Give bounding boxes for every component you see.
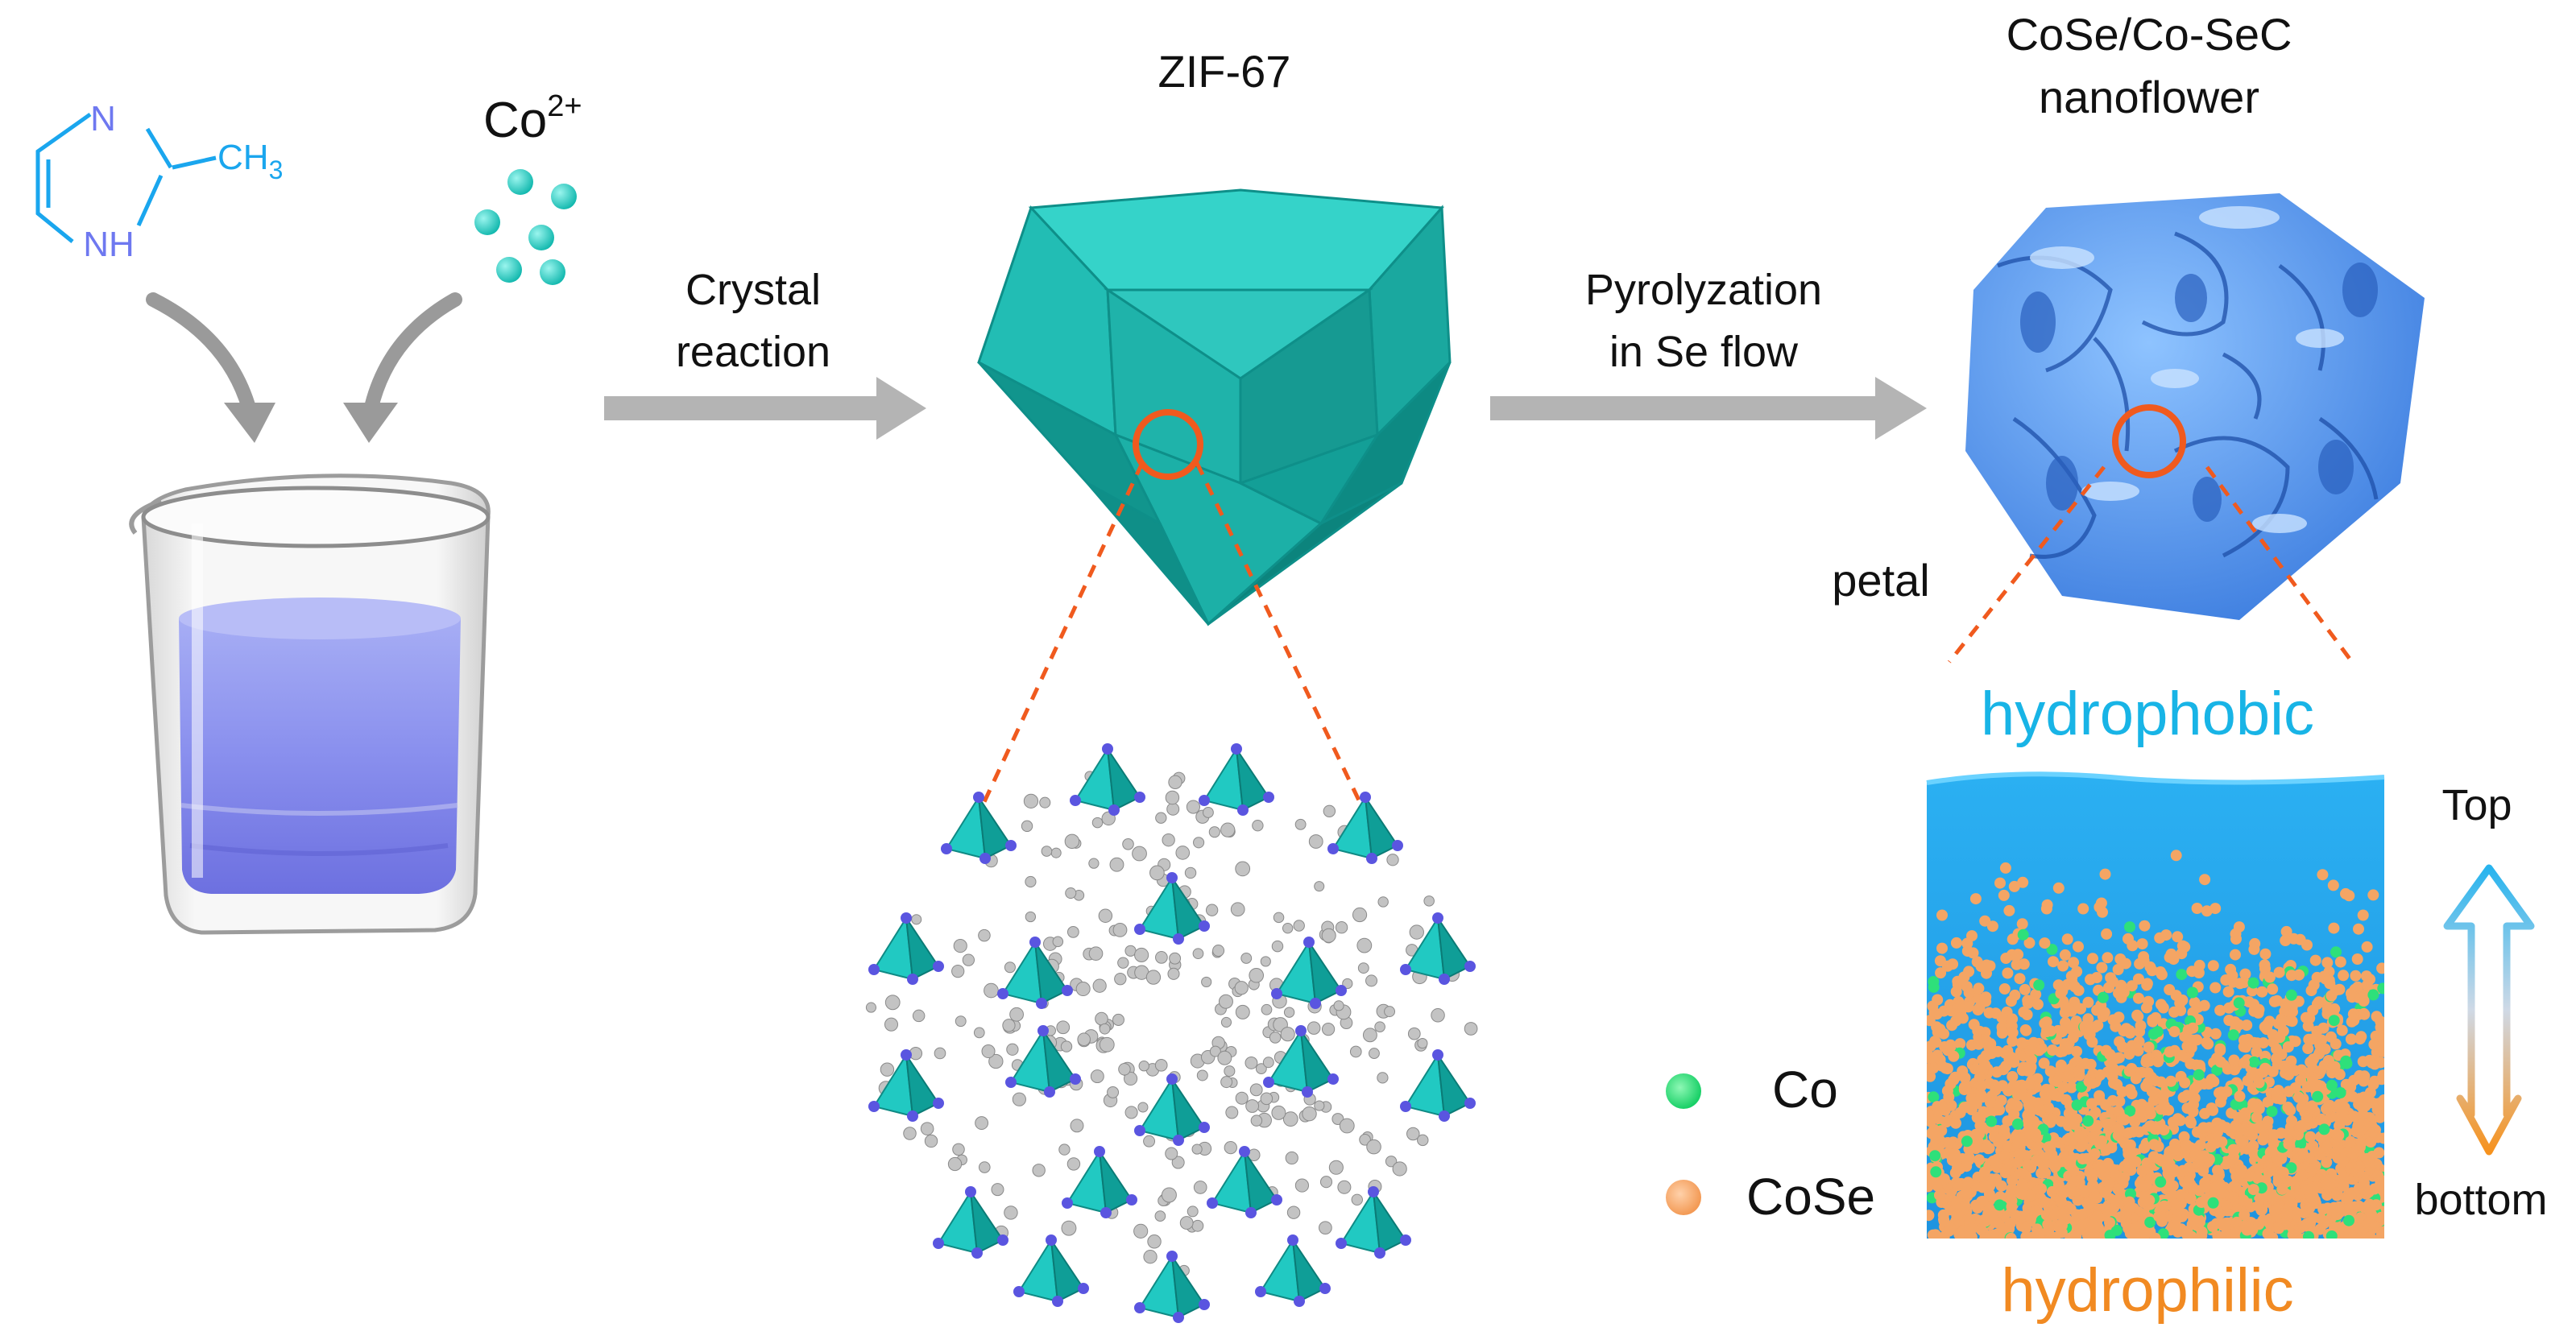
legend-co-label: Co: [1772, 1061, 1838, 1119]
zif-title: ZIF-67: [1158, 46, 1291, 97]
nanoflower-zoom-circle: [2112, 404, 2186, 478]
cobalt-ion-label: Co2+: [483, 89, 582, 148]
legend-co-marker: [1666, 1073, 1701, 1109]
zif67-crystal: [977, 188, 1452, 627]
step1-label-line2: reaction: [676, 328, 830, 376]
legend: Co CoSe: [1666, 1061, 1875, 1226]
mixing-arrows: [146, 292, 462, 418]
beaker-liquid: [179, 607, 461, 894]
beaker: [129, 474, 491, 935]
zif-zoom-guides: [980, 461, 1364, 807]
step2-label-line1: Pyrolyzation: [1585, 266, 1822, 314]
step2-label-line2: in Se flow: [1609, 328, 1799, 376]
methylimidazole-molecule: [35, 112, 217, 243]
cose-nanoflower: [1965, 193, 2425, 620]
nanoflower-title-line1: CoSe/Co-SeC: [2007, 9, 2292, 60]
atom-n-label: N: [90, 99, 116, 139]
zif-zoom-circle: [1133, 409, 1203, 480]
top-bottom-gradient-arrow: [2443, 864, 2535, 1156]
nanoflower-zoom-guides: [1948, 465, 2354, 664]
mixing-arrow-head-right: [343, 403, 398, 443]
crystal-reaction-arrow: [604, 377, 926, 440]
methyl-label: CH3: [217, 138, 283, 184]
zif67-framework: [865, 743, 1478, 1323]
gradient-bottom-label: bottom: [2414, 1176, 2547, 1224]
gradient-top-label: Top: [2441, 781, 2512, 829]
step1-label-line1: Crystal: [685, 266, 821, 314]
nanoflower-title-line2: nanoflower: [2039, 72, 2259, 122]
legend-cose-label: CoSe: [1746, 1168, 1875, 1226]
pyrolyzation-arrow: [1490, 377, 1927, 440]
cobalt-ion-spheres: [474, 169, 577, 285]
legend-cose-marker: [1666, 1180, 1701, 1215]
atom-nh-label: NH: [83, 225, 135, 264]
petal-cross-section: [1926, 771, 2385, 1239]
hydrophilic-label: hydrophilic: [2001, 1256, 2293, 1325]
mixing-arrow-head-left: [224, 403, 275, 443]
petal-label: petal: [1832, 555, 1929, 606]
hydrophobic-label: hydrophobic: [1981, 680, 2314, 748]
